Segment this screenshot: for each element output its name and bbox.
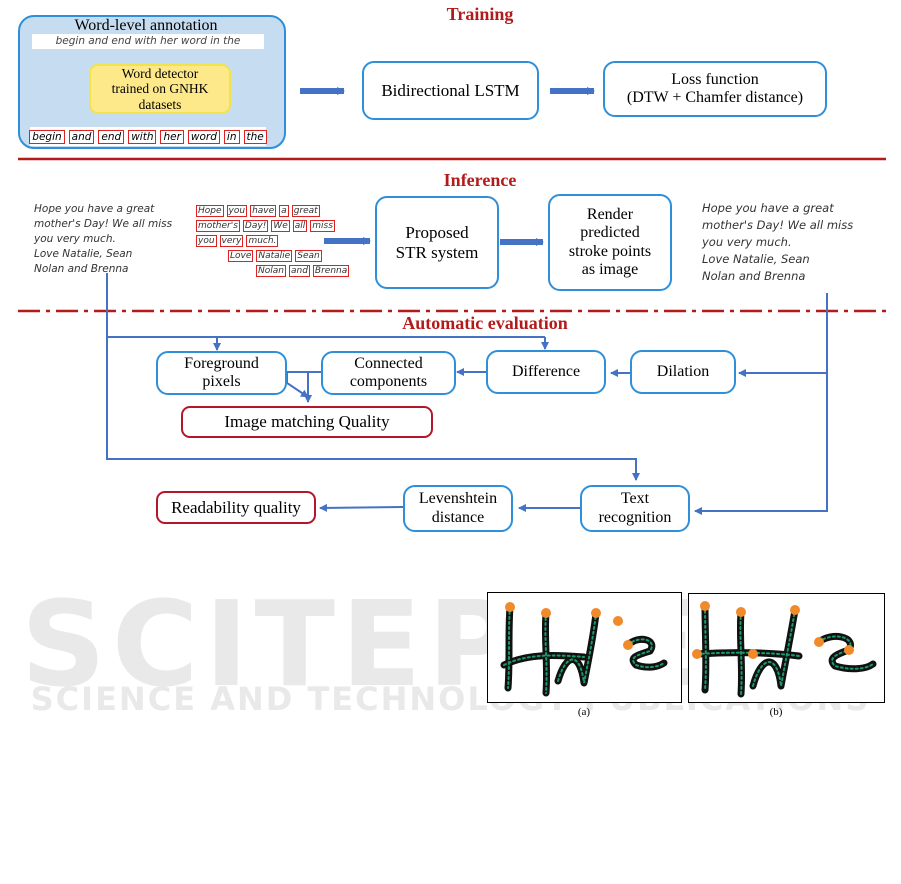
word-box: Love [228,250,254,262]
input-handwriting: Hope you have a great mother's Day! We a… [34,203,173,275]
word-box: her [160,129,184,144]
word-box: mother's [196,220,240,232]
connected-components-box: Connected components [321,351,456,395]
stroke-image-b [692,601,877,698]
word-box: begin [29,129,65,144]
inference-heading: Inference [443,170,517,190]
boxed-line: you very much. [196,235,346,247]
loss-function-box: Loss function (DTW + Chamfer distance) [603,61,827,117]
foreground-pixels-box: Foreground pixels [156,351,287,395]
stroke-panel-a [487,592,682,703]
word-box: in [223,129,240,144]
boxed-line: mother's Day! We all miss [196,220,346,232]
word-box: Natalie [256,250,293,262]
word-box: Hope [196,205,224,217]
stroke-panel-b [688,593,885,703]
word-box: the [243,129,267,144]
bidirectional-lstm-box: Bidirectional LSTM [362,61,539,120]
word-box: Brenna [312,265,350,277]
evaluation-heading: Automatic evaluation [402,313,568,333]
proposed-str-box: Proposed STR system [375,196,499,289]
word-boxes-row: begin and end with her word in the [29,127,267,146]
word-box: Nolan [256,265,286,277]
sample-line: begin and end with her word in the [32,34,264,49]
word-detector-box: Word detector trained on GNHK datasets [89,64,231,114]
boxed-line: Nolan and Brenna [196,265,350,277]
word-box: all [292,220,308,232]
word-box: and [68,129,95,144]
word-box: a [279,205,289,217]
word-box: end [98,129,125,144]
training-heading: Training [446,4,514,24]
difference-box: Difference [486,350,606,394]
word-box: you [196,235,217,247]
image-matching-quality-box: Image matching Quality [181,406,433,438]
word-box: very [219,235,244,247]
word-box: have [250,205,277,217]
render-strokes-box: Render predicted stroke points as image [548,194,672,291]
word-box: with [128,129,157,144]
stroke-image-a [500,602,668,697]
word-box: word [187,129,220,144]
boxed-line: Love Natalie Sean [196,250,346,262]
word-box: Day! [242,220,269,232]
boxed-line: Hope you have a great [196,205,346,217]
word-box: great [291,205,320,217]
word-box: miss [310,220,335,232]
readability-quality-box: Readability quality [156,491,316,524]
output-handwriting: Hope you have a great mother's Day! We a… [702,201,854,283]
boxed-handwriting: Hope you have a great mother's Day! We a… [196,205,350,277]
word-box: We [271,220,290,232]
levenshtein-distance-box: Levenshtein distance [403,485,513,532]
word-box: much. [246,235,279,247]
text-recognition-box: Text recognition [580,485,690,532]
dilation-box: Dilation [630,350,736,394]
word-box: and [288,265,310,277]
caption-a: (a) [577,706,591,718]
word-box: you [226,205,248,217]
word-box: Sean [295,250,322,262]
caption-b: (b) [769,706,783,718]
annotation-title: Word-level annotation [74,17,218,34]
